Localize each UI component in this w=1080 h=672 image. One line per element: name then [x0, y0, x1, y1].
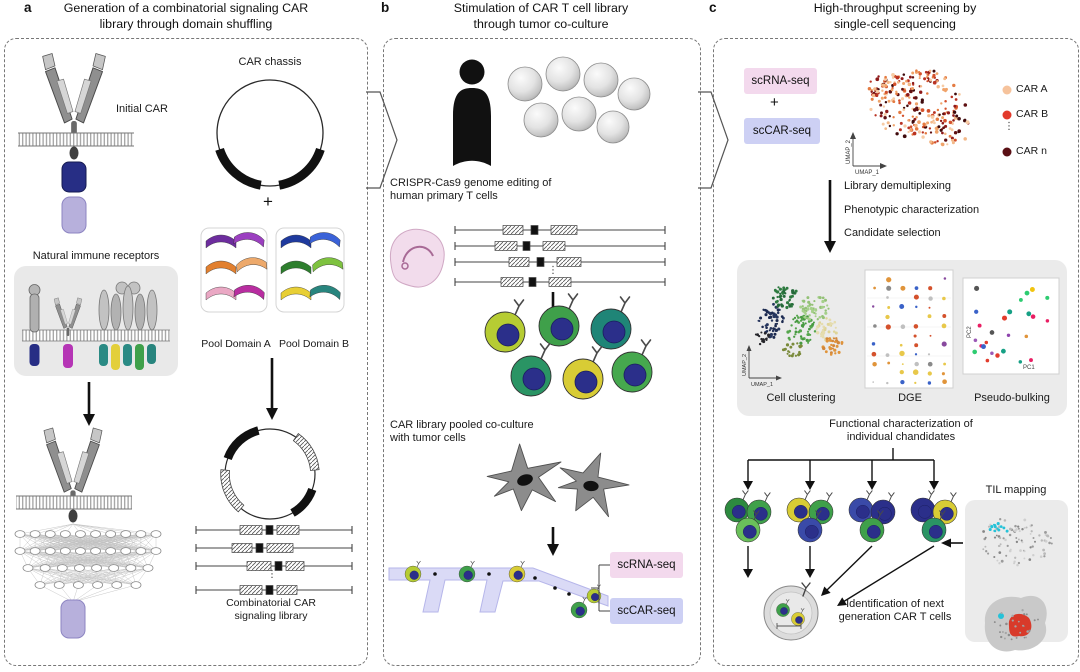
converge-arrows [743, 545, 935, 606]
cluster-umap1-label: UMAP_1 [751, 382, 773, 388]
signaling-network-mesh [14, 523, 162, 603]
signaling-domain [61, 196, 87, 234]
arrow-down-coculture [547, 527, 559, 556]
sccar-seq-label-b: scCAR-seq [617, 605, 676, 617]
umap2-axis-label: UMAP_2 [846, 139, 852, 164]
pseudo-bulking-label: Pseudo-bulking [974, 392, 1050, 404]
cell-clustering-plot: UMAP_2 UMAP_1 [742, 286, 844, 388]
domain-blue [29, 344, 40, 366]
scrna-seq-box-c [744, 68, 817, 94]
sccar-seq-box-c [744, 118, 820, 144]
pc1-axis-label: PC1 [1023, 365, 1035, 371]
library-constructs [195, 525, 353, 595]
plus-sign-a: + [263, 192, 273, 211]
costim-domain [61, 161, 87, 193]
til-left-arrow [941, 538, 963, 548]
til-hotspot [1008, 613, 1032, 637]
panel-c-title: High-throughput screening by single-cell… [813, 1, 977, 31]
membrane-top [18, 133, 134, 146]
arrow-down-left [83, 382, 95, 426]
umap-demux-dots [867, 69, 970, 147]
natural-immune-receptors [14, 266, 178, 376]
initial-car-receptor [18, 53, 134, 234]
identification-label: Identification of next generation CAR T … [838, 598, 952, 624]
sccar-seq-box-b [610, 598, 683, 624]
pc2-axis-label: PC2 [967, 326, 973, 338]
combinatorial-plasmid [220, 426, 320, 520]
construct-ellipsis-a: ⋮ [267, 569, 277, 580]
primary-t-cells [507, 56, 651, 144]
car-t-cell-library [484, 293, 653, 400]
pseudo-bulking-plot: PC2 PC1 [962, 277, 1060, 375]
car-chassis-plasmid [215, 79, 325, 190]
sccar-seq-label-c: scCAR-seq [752, 125, 812, 137]
pool-domain-a [200, 227, 268, 313]
branch-arrowheads [743, 481, 939, 490]
coculture-label: CAR library pooled co-culture with tumor… [390, 419, 534, 445]
step-phenotype-label: Phenotypic characterization [844, 204, 980, 216]
car-antenna-icon [801, 582, 811, 597]
natural-receptors-label: Natural immune receptors [32, 250, 160, 262]
til-mapping-box [965, 500, 1068, 652]
legend-dot-car-a [1002, 85, 1012, 95]
panel-a-graphics [14, 53, 353, 639]
scrna-seq-box-b [610, 552, 683, 578]
panel-a-letter: a [24, 0, 32, 15]
plus-sign-c: + [770, 94, 779, 111]
candidate-groups [724, 490, 958, 543]
edited-constructs [454, 225, 666, 287]
umap1-axis-label: UMAP_1 [855, 170, 880, 176]
dge-plot [864, 269, 954, 389]
domain-magenta [63, 344, 73, 368]
seq-bracket [591, 564, 610, 612]
panel-c-letter: c [709, 0, 717, 15]
construct-ellipsis-b: ⋮ [548, 265, 558, 276]
petri-dish [763, 582, 819, 641]
cell-clustering-dots [754, 286, 844, 358]
panel-b-graphics [388, 56, 683, 624]
combinatorial-car-receptor [14, 427, 162, 639]
arrow-down-pools [266, 358, 278, 420]
til-tissue-dots [993, 609, 1039, 641]
scrna-seq-label-b: scRNA-seq [617, 559, 676, 571]
microfluidic-channel [388, 560, 609, 619]
panel-b-letter: b [381, 0, 390, 15]
car-chassis-label: CAR chassis [238, 56, 302, 68]
combinatorial-library-label: Combinatorial CAR signaling library [226, 597, 316, 622]
pool-domain-a-label: Pool Domain A [201, 338, 271, 350]
scrna-seq-label-c: scRNA-seq [751, 75, 810, 87]
branch-tree [747, 448, 935, 482]
cluster-umap2-label: UMAP_2 [742, 354, 748, 376]
legend-dot-car-n [1002, 147, 1012, 157]
legend-label-car-a: CAR A [1016, 83, 1048, 95]
car-legend-dots [1002, 85, 1012, 157]
dge-label: DGE [898, 392, 922, 404]
pool-domain-b [275, 227, 345, 313]
panel-c-graphics: UMAP_2 UMAP_1 UMAP_2 UMAP_1 [724, 68, 1068, 652]
legend-ellipsis: ⋮ [1004, 121, 1014, 132]
human-silhouette [453, 59, 491, 166]
step-demux-label: Library demultiplexing [844, 180, 951, 192]
crispr-label: CRISPR-Cas9 genome editing of human prim… [390, 177, 552, 203]
panel-b-title: Stimulation of CAR T cell library throug… [453, 1, 629, 31]
cas9-protein [389, 228, 445, 288]
initial-car-label: Initial CAR [116, 103, 168, 115]
arrow-down-steps [824, 180, 836, 253]
umap-demux-plot: UMAP_2 UMAP_1 [846, 69, 970, 176]
functional-label: Functional characterization of individua… [829, 418, 973, 444]
til-mapping-label: TIL mapping [985, 484, 1047, 496]
step-candidate-label: Candidate selection [844, 227, 941, 239]
panel-a-title: Generation of a combinatorial signaling … [63, 1, 309, 31]
pool-domain-b-label: Pool Domain B [278, 338, 350, 350]
tumor-cells [486, 439, 637, 527]
pca-dots [972, 285, 1050, 364]
til-umap-dots [982, 518, 1053, 567]
cell-clustering-label: Cell clustering [766, 392, 836, 404]
dge-dots [871, 277, 947, 385]
legend-label-car-n: CAR n [1016, 145, 1047, 157]
signaling-domain-bottom [60, 599, 86, 639]
legend-dot-car-b [1002, 110, 1012, 120]
legend-label-car-b: CAR B [1016, 108, 1049, 120]
